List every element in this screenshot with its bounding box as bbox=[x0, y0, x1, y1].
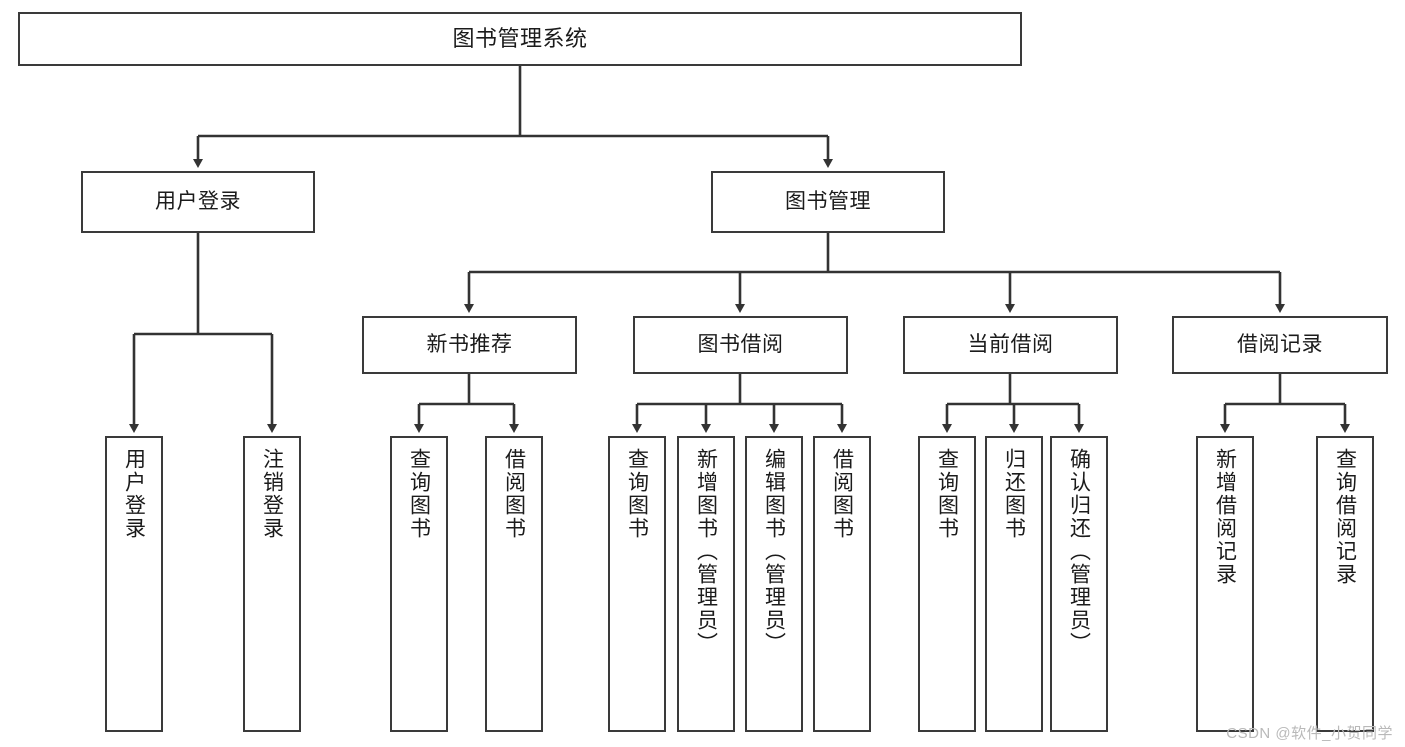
node-new-book-recommend[interactable]: 新书推荐 bbox=[362, 316, 577, 374]
node-leaf-add-record[interactable]: 新增借阅记录 bbox=[1196, 436, 1254, 732]
node-label: 查询借阅记录 bbox=[1333, 448, 1357, 586]
node-label: 新增图书（管理员） bbox=[694, 448, 718, 655]
node-borrow-record[interactable]: 借阅记录 bbox=[1172, 316, 1388, 374]
node-book-borrow[interactable]: 图书借阅 bbox=[633, 316, 848, 374]
node-book-manage[interactable]: 图书管理 bbox=[711, 171, 945, 233]
node-leaf-query-book-b[interactable]: 查询图书 bbox=[608, 436, 666, 732]
node-label: 编辑图书（管理员） bbox=[762, 448, 786, 655]
node-leaf-query-book-a[interactable]: 查询图书 bbox=[390, 436, 448, 732]
node-label: 用户登录 bbox=[155, 189, 241, 213]
node-label: 确认归还（管理员） bbox=[1067, 448, 1091, 655]
node-leaf-borrow-book-a[interactable]: 借阅图书 bbox=[485, 436, 543, 732]
node-label: 查询图书 bbox=[407, 448, 431, 540]
node-leaf-user-login[interactable]: 用户登录 bbox=[105, 436, 163, 732]
node-leaf-edit-book[interactable]: 编辑图书（管理员） bbox=[745, 436, 803, 732]
node-label: 借阅记录 bbox=[1237, 332, 1323, 356]
node-leaf-query-record[interactable]: 查询借阅记录 bbox=[1316, 436, 1374, 732]
watermark: CSDN @软件_小贺同学 bbox=[1226, 725, 1393, 742]
node-leaf-confirm-return[interactable]: 确认归还（管理员） bbox=[1050, 436, 1108, 732]
node-label: 当前借阅 bbox=[967, 332, 1054, 356]
node-leaf-add-book[interactable]: 新增图书（管理员） bbox=[677, 436, 735, 732]
node-leaf-borrow-book-b[interactable]: 借阅图书 bbox=[813, 436, 871, 732]
node-label: 借阅图书 bbox=[830, 448, 854, 540]
node-leaf-query-book-c[interactable]: 查询图书 bbox=[918, 436, 976, 732]
node-label: 注销登录 bbox=[260, 448, 284, 540]
node-label: 新书推荐 bbox=[426, 332, 513, 356]
node-label: 图书管理 bbox=[785, 189, 871, 213]
node-leaf-logout-login[interactable]: 注销登录 bbox=[243, 436, 301, 732]
node-leaf-return-book[interactable]: 归还图书 bbox=[985, 436, 1043, 732]
node-root[interactable]: 图书管理系统 bbox=[18, 12, 1022, 66]
node-label: 归还图书 bbox=[1002, 448, 1026, 540]
node-current-borrow[interactable]: 当前借阅 bbox=[903, 316, 1118, 374]
node-label: 图书管理系统 bbox=[452, 26, 588, 52]
node-label: 用户登录 bbox=[122, 448, 146, 540]
node-label: 新增借阅记录 bbox=[1213, 448, 1237, 586]
node-label: 图书借阅 bbox=[697, 332, 784, 356]
node-user-login[interactable]: 用户登录 bbox=[81, 171, 315, 233]
node-label: 借阅图书 bbox=[502, 448, 526, 540]
node-label: 查询图书 bbox=[935, 448, 959, 540]
node-label: 查询图书 bbox=[625, 448, 649, 540]
